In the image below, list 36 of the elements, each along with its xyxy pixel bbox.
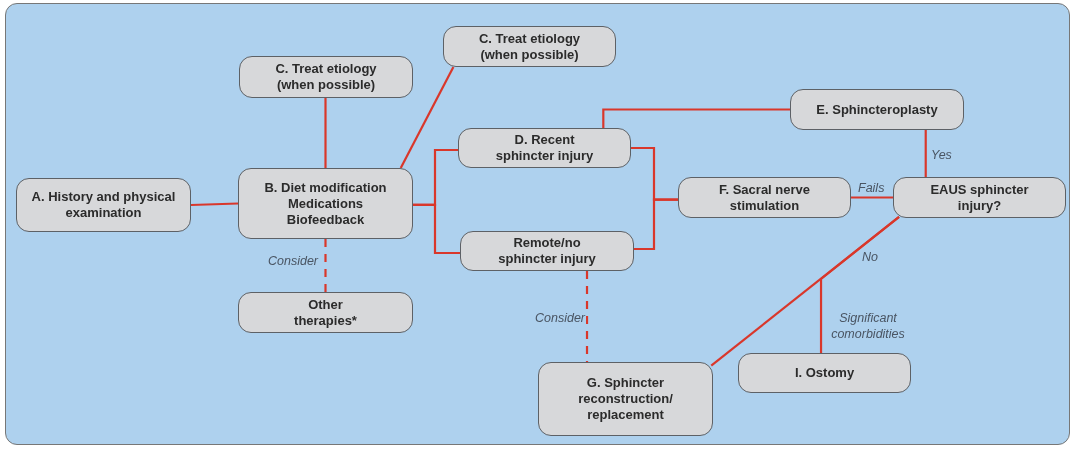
process-box [458, 128, 631, 168]
box-text: C. Treat etiology (when possible) [274, 61, 378, 93]
process-box [443, 26, 616, 67]
process-box [238, 292, 413, 333]
process-box [790, 89, 964, 130]
box-text: D. Recent sphincter injury [494, 132, 595, 164]
connector-line [399, 66, 455, 169]
dashed-connector [324, 239, 327, 292]
process-box [678, 177, 851, 218]
connector-line [413, 203, 460, 255]
process-box [16, 178, 191, 232]
box-text: I. Ostomy [794, 365, 855, 381]
connector-line [324, 98, 327, 168]
box-text: A. History and physical examination [30, 189, 177, 221]
process-box [238, 168, 413, 239]
connector-line [819, 215, 900, 353]
box-text: F. Sacral nerve stimulation [717, 181, 812, 214]
connector-line [602, 108, 790, 128]
process-box [460, 231, 634, 271]
box-text: Biofeedback [286, 211, 365, 228]
connector-line [924, 130, 927, 177]
box-text: EAUS sphincter injury? [929, 181, 1030, 214]
connector-line [190, 202, 239, 207]
box-text: B. Diet modification [264, 179, 387, 196]
process-box [738, 353, 911, 393]
connector-line [634, 198, 678, 251]
box-text: G. Sphincter reconstruction/ replacement [577, 375, 674, 423]
box-text: Other therapies* [293, 296, 358, 329]
box-text: E. Sphincteroplasty [816, 101, 938, 118]
box-text: Remote/no sphincter injury [497, 235, 597, 267]
box-text: C. Treat etiology (when possible) [477, 30, 582, 63]
process-box [239, 56, 413, 98]
connector-line [851, 196, 893, 199]
process-box [538, 362, 713, 436]
box-text: Medications [287, 195, 364, 212]
process-box [893, 177, 1066, 218]
